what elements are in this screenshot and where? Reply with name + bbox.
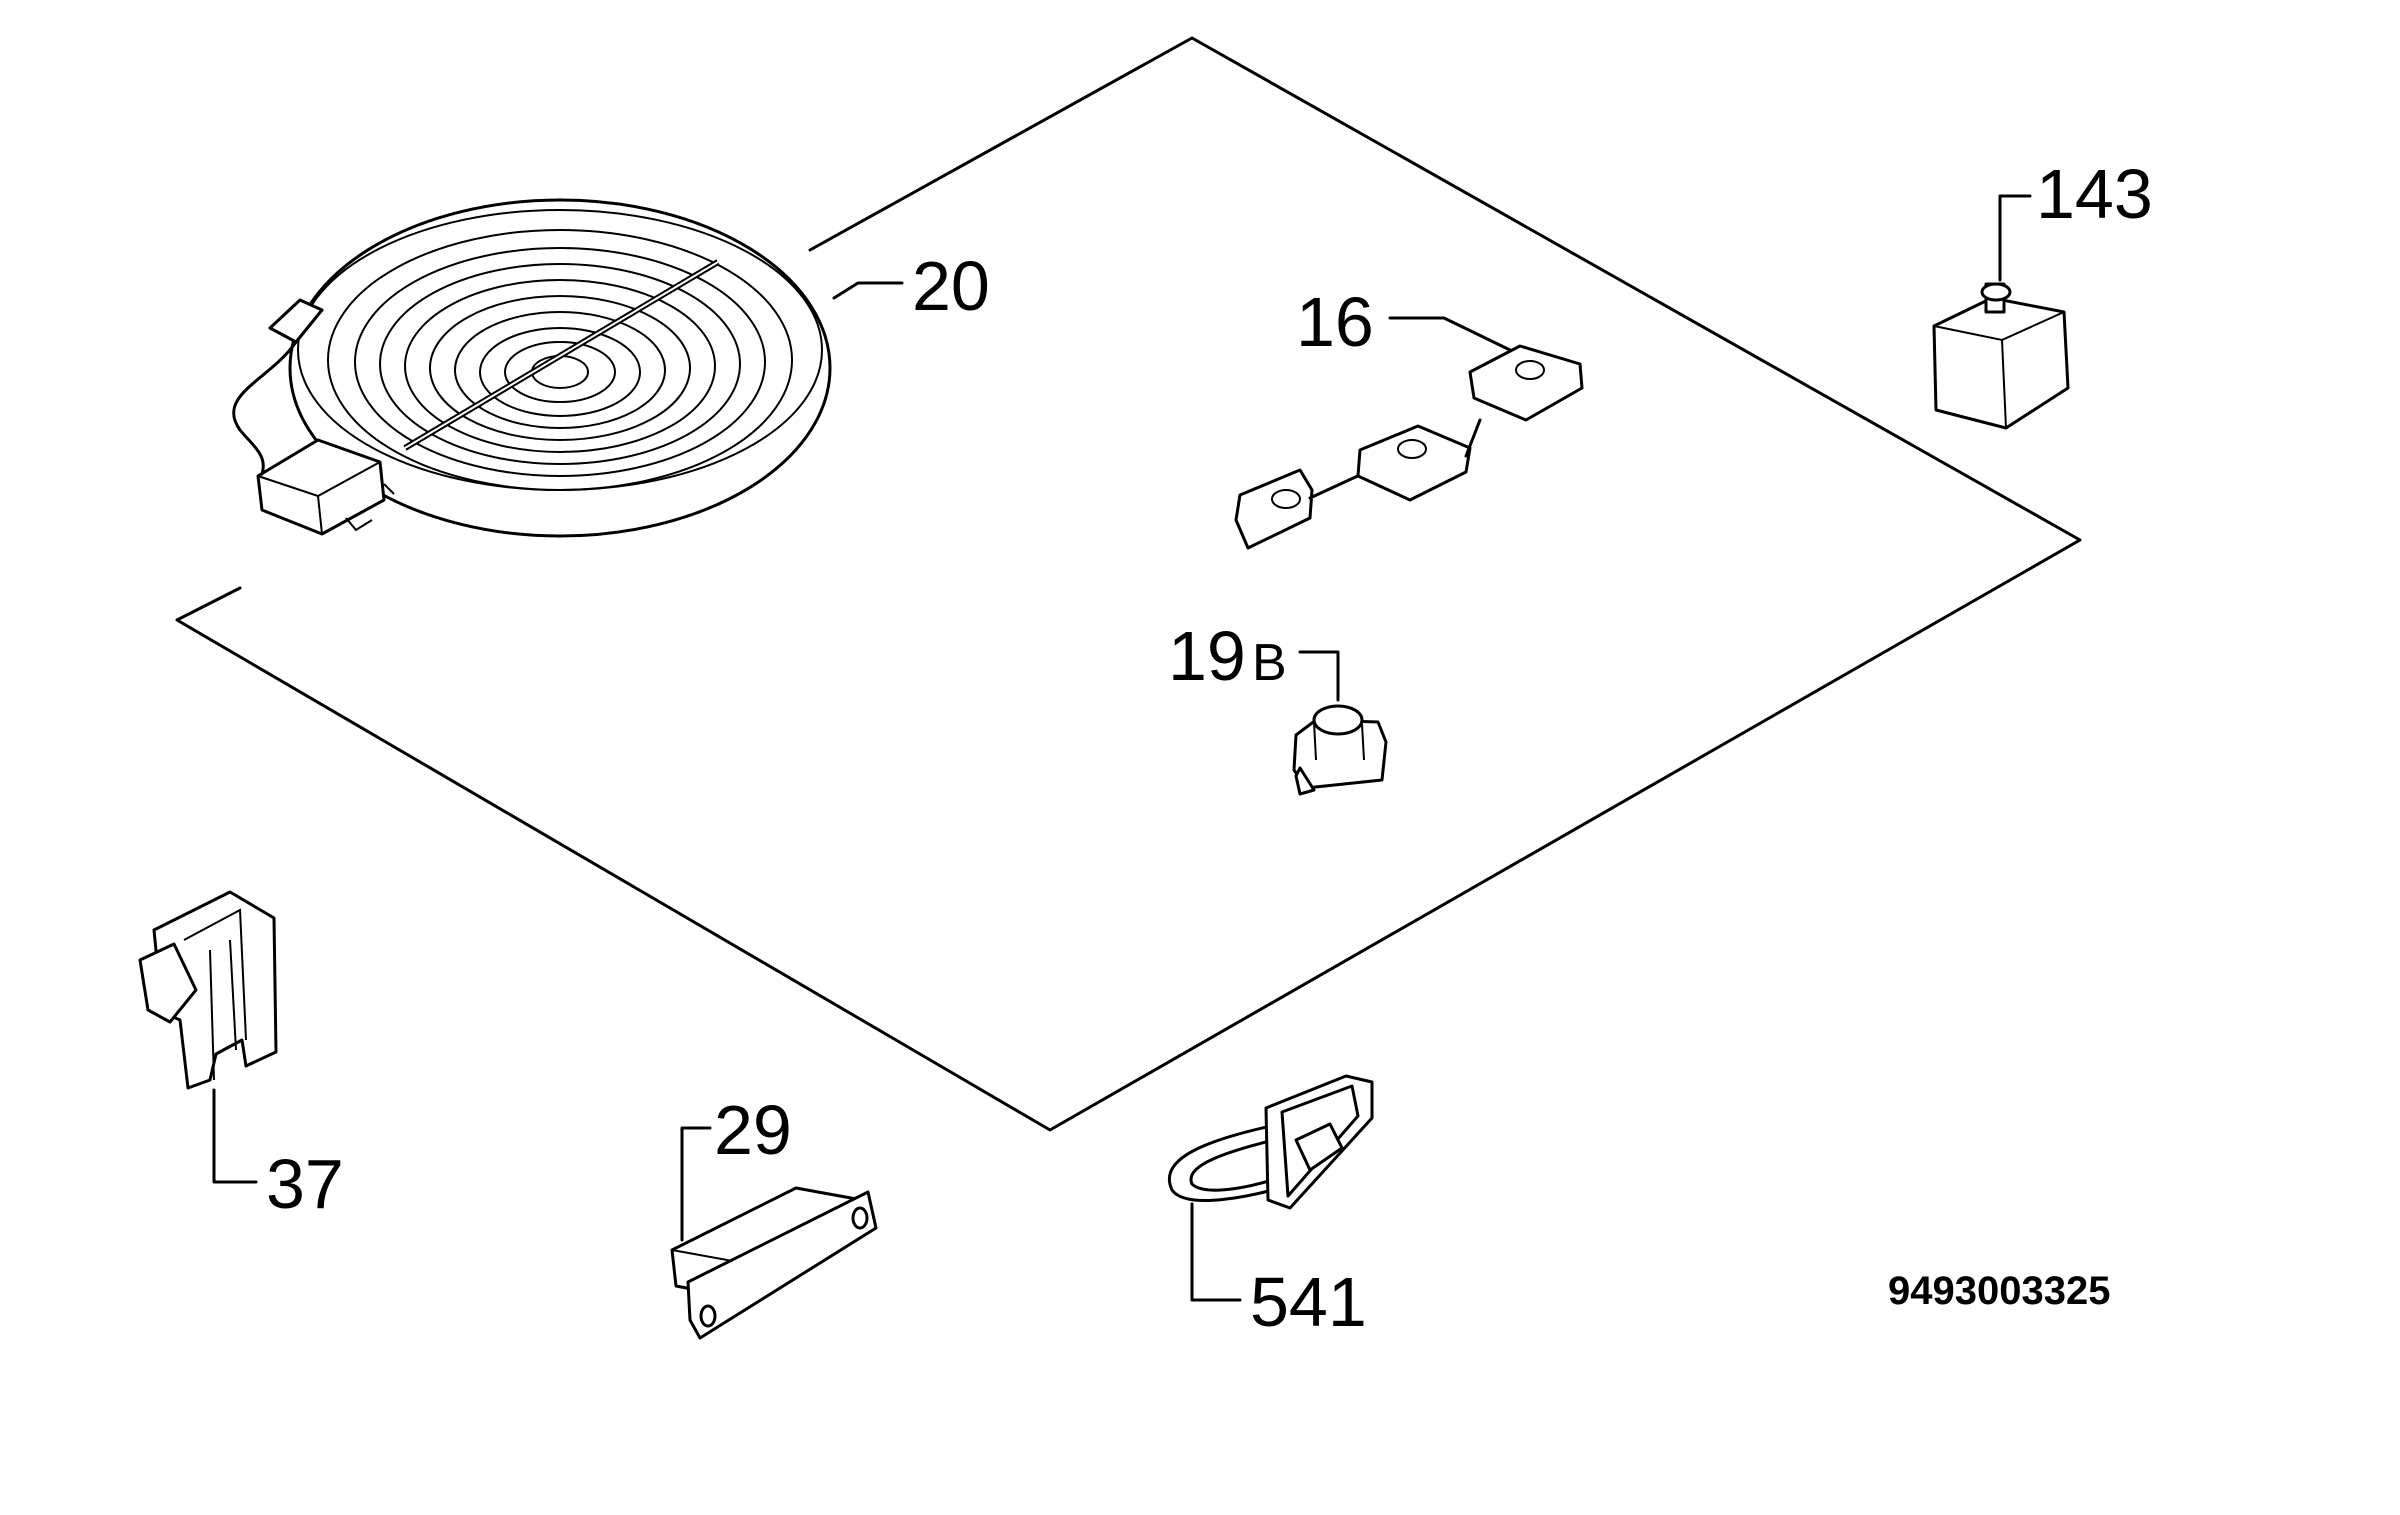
terminal-block-part-16 [1234,344,1584,550]
part-number-37: 37 [266,1145,344,1223]
clip-part-37 [138,890,278,1090]
label-20: 20 [832,247,990,325]
part-number-29: 29 [714,1091,792,1169]
label-541: 541 [1190,1202,1367,1341]
part-number-19: 19 [1168,617,1246,695]
cable-part-541 [1167,1074,1374,1210]
connector-part-19b [1292,704,1388,796]
label-29: 29 [680,1091,792,1242]
part-number-20: 20 [912,247,990,325]
part-number-19-suffix: B [1252,634,1287,692]
part-number-16: 16 [1296,283,1374,361]
part-number-143: 143 [2036,155,2153,233]
hotplate-part-20 [232,198,832,538]
switch-part-143 [1932,282,2070,430]
label-16: 16 [1296,283,1512,361]
label-19b: 19 B [1168,617,1340,702]
bracket-part-29 [670,1186,878,1340]
part-number-541: 541 [1250,1263,1367,1341]
document-number: 9493003325 [1888,1269,2110,1313]
label-143: 143 [1998,155,2153,282]
glass-panel-outline [175,36,2082,1132]
label-37: 37 [212,1088,344,1223]
